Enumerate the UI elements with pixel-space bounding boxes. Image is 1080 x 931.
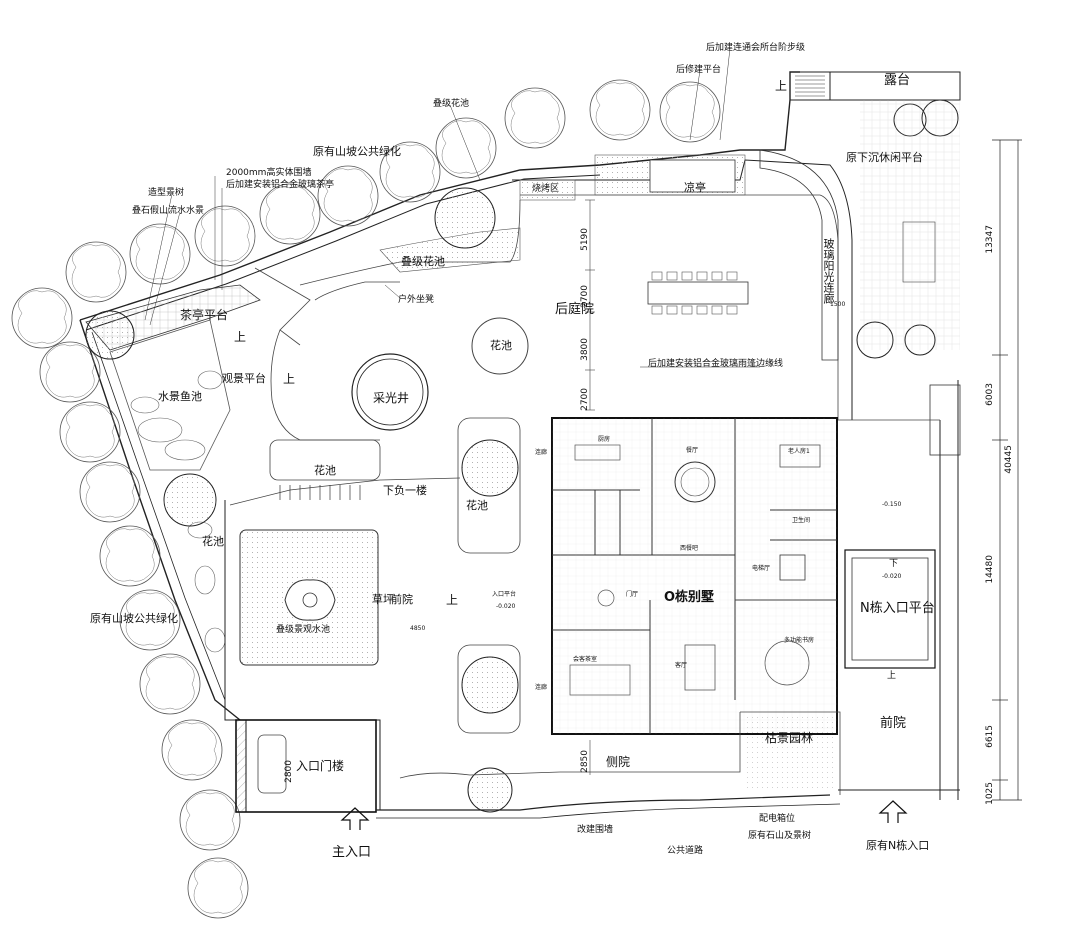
round-dining-table (674, 461, 716, 503)
label-pool: 叠级景观水池 (276, 625, 331, 635)
label-back-courtyard: 后庭院 (555, 302, 595, 317)
label-bath: 卫生间 (792, 517, 811, 524)
dim-6615: 6615 (985, 725, 995, 748)
label-n-up: 上 (887, 671, 897, 681)
label-side-yard: 侧院 (606, 755, 631, 769)
site-boundary-top (79, 71, 800, 321)
label-elevator: 电梯厅 (752, 565, 771, 572)
label-flower-left: 花池 (202, 535, 224, 548)
label-villa-o: O栋别墅 (664, 590, 715, 605)
glass-corridor (759, 149, 839, 361)
label-walkway: 连廊 (535, 449, 548, 456)
label-bedroom: 老人房1 (788, 448, 810, 455)
label-down-basement: 下负一楼 (383, 484, 427, 497)
dim-2800: 2800 (284, 760, 294, 783)
outdoor-dining-table (647, 281, 749, 305)
label-tea-pavilion: 茶亭平台 (180, 308, 229, 322)
label-layered-planter-mid: 叠级花池 (401, 255, 445, 268)
label-n-elev: -0.020 (882, 573, 902, 580)
dim-1500: 1500 (830, 301, 846, 308)
label-layered-planter-top: 叠级花池 (433, 99, 470, 109)
label-living: 客厅 (675, 662, 688, 669)
dim-2700b: 2700 (580, 388, 590, 411)
label-rock-waterfall: 叠石假山流水水景 (132, 206, 205, 216)
label-top-stair-note: 后加建连通会所台阶步级 (706, 43, 806, 53)
feature-trees (85, 99, 959, 813)
label-front-yard-n: 前院 (880, 716, 907, 731)
site-boundary-left (79, 319, 241, 721)
label-n-entry: N栋入口平台 (860, 601, 935, 616)
label-west-kitchen: 西餐吧 (680, 545, 699, 552)
label-lawn: 草坪 (372, 593, 394, 606)
label-dew-terrace: 露台 (884, 73, 911, 88)
label-flower-bed: 花池 (314, 464, 336, 477)
site-boundary-left-inner (91, 331, 226, 701)
label-dining: 餐厅 (686, 447, 699, 454)
label-foyer: 门厅 (626, 591, 639, 598)
label-bbq-area: 烧烤区 (532, 184, 560, 194)
dim-2700a: 2700 (580, 285, 590, 308)
dim-1025: 1025 (985, 782, 995, 805)
label-public-road: 公共道路 (667, 846, 704, 856)
label-added-platform: 后修建平台 (676, 65, 722, 75)
label-entry-elev: -0.020 (496, 603, 516, 610)
fountain-pool (284, 579, 336, 621)
car-icon (257, 734, 287, 794)
label-up-top: 上 (775, 79, 788, 93)
label-fish-pond: 水景鱼池 (158, 390, 202, 403)
label-reading-room: 多功能书房 (784, 637, 815, 644)
dim-13347: 13347 (985, 225, 995, 254)
dim-5190: 5190 (580, 228, 590, 251)
label-canopy-note: 后加建安装铝合金玻璃雨篷边缘线 (648, 359, 784, 369)
label-gate-house: 入口门楼 (296, 759, 345, 773)
label-public-green-left: 原有山坡公共绿化 (90, 612, 178, 625)
label-kitchen: 厨房 (598, 436, 611, 443)
living-room-sofa (684, 644, 716, 691)
label-up-front: 上 (446, 593, 459, 607)
label-rock-trees: 原有石山及景树 (748, 831, 812, 841)
label-tea-room: 会客茶室 (573, 656, 598, 663)
label-n-down: 下 (889, 559, 899, 569)
label-front-yard-o: 前院 (391, 593, 413, 606)
dim-3800: 3800 (580, 338, 590, 361)
label-viewing-platform: 观景平台 (222, 372, 266, 385)
dim-6003: 6003 (985, 383, 995, 406)
label-public-green-top: 原有山坡公共绿化 (313, 145, 401, 158)
label-glass-corridor: 玻璃阳光连廊 (822, 238, 835, 304)
label-shaped-tree: 造型景树 (148, 188, 185, 198)
entry-arrows (340, 800, 908, 830)
label-distribution: 配电箱位 (759, 814, 796, 824)
label-walkway2: 连廊 (535, 684, 548, 691)
label-sunken-platform: 原下沉休闲平台 (846, 151, 923, 164)
n-entry-platform (844, 549, 936, 669)
label-flower-inner: 花池 (466, 499, 488, 512)
label-entry-platform: 入口平台 (492, 591, 517, 598)
dim-40445: 40445 (1004, 445, 1014, 474)
label-up-viewing: 上 (283, 372, 296, 386)
pavilion-structure (649, 159, 736, 193)
label-flower-pool: 花池 (490, 339, 512, 352)
dim-14480: 14480 (985, 555, 995, 584)
dim-2850: 2850 (580, 750, 590, 773)
dim-4850: 4850 (410, 625, 426, 632)
label-wall-note: 2000mm高实体围墙 (226, 168, 312, 178)
label-main-entry: 主入口 (332, 845, 372, 860)
label-rebuilt-wall: 改建围墙 (577, 825, 614, 835)
label-pavilion: 凉亭 (684, 181, 706, 194)
label-outdoor-seat: 户外坐凳 (398, 295, 435, 305)
label-n-original-entry: 原有N栋入口 (866, 839, 930, 852)
label-up-tea: 上 (234, 330, 247, 344)
label-elev-right: -0.150 (882, 501, 902, 508)
elevator-box (779, 554, 806, 581)
label-teahouse-note: 后加建安装铝合金玻璃茶亭 (226, 180, 335, 190)
flower-pool-circle (471, 317, 529, 375)
label-skylight: 采光井 (373, 391, 410, 405)
label-zen-garden: 枯景园林 (765, 731, 814, 745)
skylight-well (351, 353, 429, 431)
